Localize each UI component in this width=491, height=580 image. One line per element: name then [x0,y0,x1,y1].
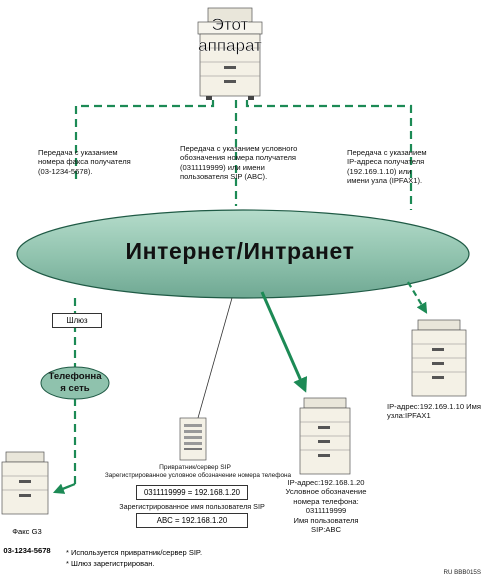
user-mapping-box: ABC = 192.168.1.20 [136,513,248,528]
route-lines [74,100,413,210]
route-right [245,100,413,210]
sip-device-label: IP-адрес:192.168.1.20 Условное обозначен… [285,478,367,535]
phone-network-label: Телефонна я сеть [48,371,102,394]
fax-label: Факс G3 03-1234-5678 [0,518,54,564]
sip-user-caption: Зарегистрированное имя пользователя SIP [119,502,265,511]
note-sip-server: * Используется привратник/сервер SIP. [66,548,203,557]
this-machine-icon [197,7,263,100]
internet-cloud [16,209,470,299]
sip-device-icon [299,397,351,475]
sip-server-icon [179,417,207,461]
fax-number: 03-1234-5678 [3,545,51,555]
figure-code: RU BBB015S [443,569,482,576]
ip-device-arrow [407,281,428,314]
phone-network-cloud [40,366,110,400]
note-gateway: * Шлюз зарегистрирован. [66,559,155,568]
route-left [74,100,215,180]
sip-server-subtitle: Зарегистрированное условное обозначение … [104,472,292,479]
sip-device-arrow [260,291,308,393]
route-left-label: Передача с указанием номера факса получа… [38,148,131,176]
fax-g3-icon [1,451,49,515]
fax-name: Факс G3 [12,527,42,537]
route-right-label: Передача с указанием IP-адреса получател… [347,148,427,186]
alias-mapping-box: 0311119999 = 192.168.1.20 [136,485,248,500]
sip-server-link [195,297,233,426]
internet-label: Интернет/Интранет [125,238,355,264]
this-machine-label: Этот аппарат [198,15,262,55]
ip-device-icon [411,319,467,397]
gateway-box: Шлюз [52,313,102,328]
fax-arrow [52,482,76,494]
sip-server-title: Привратник/сервер SIP [159,464,231,471]
route-middle-label: Передача с указанием условного обозначен… [180,144,298,182]
ip-device-label: IP-адрес:192.169.1.10 Имя узла:IPFAX1 [387,402,481,421]
